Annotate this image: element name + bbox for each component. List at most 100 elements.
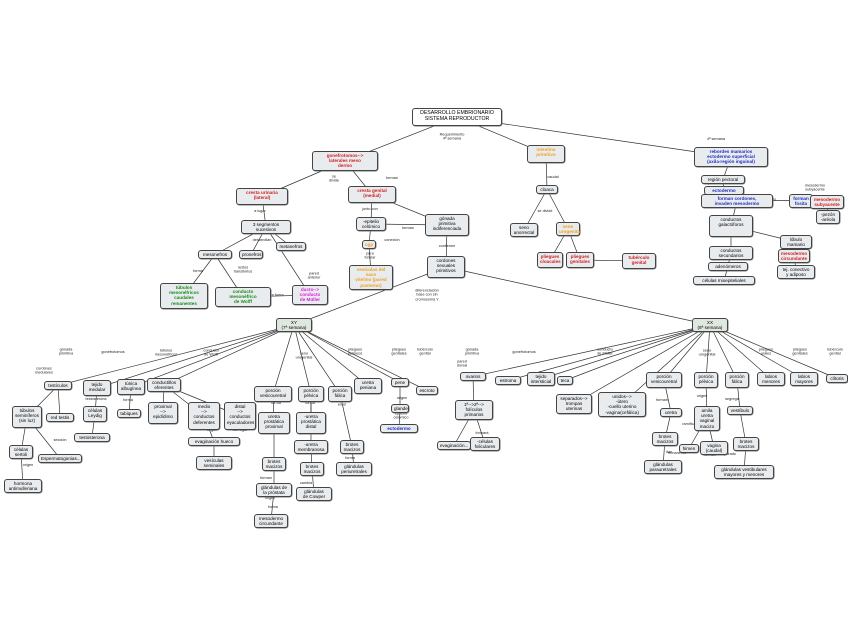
node-senouro[interactable]: seno urogenital [556, 222, 581, 237]
node-uretrapen[interactable]: uretra peniana [354, 378, 382, 394]
node-porcpel2[interactable]: porción pélvica [694, 372, 718, 388]
node-celsert[interactable]: células sertoli [9, 445, 33, 460]
node-ovarios[interactable]: ovarios [460, 372, 486, 382]
node-celmioep[interactable]: células mioepiteliales [693, 276, 755, 286]
node-crestagen[interactable]: cresta genital (medial) [348, 186, 396, 203]
node-root[interactable]: DESARROLLO EMBRIONARIO SISTEMA REPRODUCT… [412, 108, 502, 126]
node-escroto[interactable]: escroto [416, 386, 438, 396]
node-uretraprost[interactable]: uretra prostática proximal [258, 412, 290, 434]
node-brotes3[interactable]: brotes macizos [340, 440, 364, 455]
node-labiosmay[interactable]: labios mayores [790, 372, 818, 387]
node-glandperi[interactable]: glándulas periuretrales [336, 462, 372, 477]
node-mesodermo2[interactable]: mesodermo circundante [778, 249, 810, 264]
node-testosterona[interactable]: testosterona [74, 433, 110, 443]
node-redtesti[interactable]: red testis [46, 413, 74, 423]
node-celleydig[interactable]: células Leydig [83, 406, 107, 422]
link-label: conducto de Wolff [203, 348, 219, 357]
link-label: forma [268, 504, 278, 509]
node-porcfal[interactable]: porción fálica [328, 386, 352, 402]
node-vestibulo[interactable]: vestíbulo [727, 406, 753, 416]
node-plieggen[interactable]: pliegues genitales [566, 252, 594, 268]
node-brotes5[interactable]: brotes macizos [733, 437, 759, 452]
node-porcves[interactable]: porción vesicouretral [254, 386, 292, 402]
node-brotes2[interactable]: brotes macizos [300, 462, 324, 477]
node-tejconj[interactable]: tej. conectivo y adiposo [777, 265, 815, 280]
node-cordones[interactable]: cordones sexuales primitivos [427, 256, 465, 278]
node-gonadaprim[interactable]: gónada primitiva indiferenciada [425, 214, 469, 236]
node-porcpel[interactable]: porción pélvica [298, 386, 324, 402]
node-tunica[interactable]: túnica albugínea [117, 379, 145, 395]
node-xx[interactable]: XX (8ª semana) [692, 318, 728, 333]
node-teca[interactable]: teca [557, 376, 573, 386]
node-tabiques[interactable]: tabiques [117, 409, 141, 419]
node-glandprost[interactable]: glándulas de la próstata [256, 483, 292, 498]
node-uretraprost2[interactable]: -uretra prostática distal [296, 412, 326, 434]
link-label: conducto de Müller [597, 347, 613, 356]
node-hormantimu[interactable]: hormona antimulleriana [4, 479, 42, 494]
node-celgermtxt[interactable]: vesículas del saco vitelino (pared poste… [349, 265, 393, 290]
node-tubmeso[interactable]: túbulos mesonéfricos caudales remanentes [160, 283, 208, 309]
node-mesodermo1[interactable]: mesodermo subyacente [810, 195, 844, 210]
node-glandpara[interactable]: glándulas parauretrales [644, 460, 682, 475]
node-tubercul[interactable]: tubérculo genital [622, 253, 656, 269]
node-tejido[interactable]: tejido intersticial [527, 372, 555, 387]
node-separados[interactable]: separados--> trompas uterinas [556, 394, 592, 414]
node-tubsemin[interactable]: túbulos seminíferos (sin luz) [12, 406, 42, 428]
node-distal[interactable]: distal --> conductos eyaculadores [224, 402, 256, 430]
node-pezon[interactable]: -pezón -aréola [816, 210, 840, 225]
node-intprim[interactable]: intestino primitivo [527, 145, 565, 163]
node-evagin[interactable]: evaginación hueco [188, 437, 240, 447]
node-pronefros[interactable]: pronefros [239, 250, 263, 260]
node-labiosmen[interactable]: labios menores [757, 372, 785, 387]
node-porcves2[interactable]: porción vesicouretral [646, 372, 682, 388]
node-regpec[interactable]: región pectoral [701, 175, 745, 185]
node-clitoris[interactable]: clítoris [826, 374, 848, 384]
node-metanefros[interactable]: metanefros [276, 242, 306, 252]
node-mesonefros[interactable]: mesonefros [198, 250, 232, 260]
node-brotes4[interactable]: brotes macizos [652, 432, 678, 447]
node-celfol[interactable]: -células foliculares [470, 437, 500, 452]
node-uretramemb[interactable]: -uretra membranosa [294, 440, 328, 455]
node-pliegcloa[interactable]: pliegues cloacales [537, 252, 563, 268]
node-unidos[interactable]: unidos--> -útero -cuello uterino -vagina… [598, 392, 646, 417]
node-conductosgal[interactable]: conductos galactóforos [709, 215, 753, 237]
node-himen[interactable]: himen [679, 444, 699, 454]
node-rebordes[interactable]: rebordes mamarios ectodermo superficial … [694, 147, 768, 167]
node-estroma[interactable]: estroma [495, 376, 521, 386]
node-mesoderm3[interactable]: mesodermo circundante [254, 514, 288, 529]
node-tresseg[interactable]: 3 segmentos sucesivos [241, 220, 291, 235]
node-porcfal2[interactable]: porción fálica [725, 372, 749, 388]
node-adenomeros[interactable]: adenómeros [708, 262, 748, 272]
node-brotes1[interactable]: brotes macizos [262, 457, 286, 472]
node-vesiculas[interactable]: vesículas seminales [196, 456, 232, 471]
node-pene[interactable]: pene [391, 378, 409, 388]
node-crestaur[interactable]: cresta urinaria (lateral) [236, 188, 288, 205]
node-foliculos[interactable]: 1ª-->2ª--> folículos primarios [455, 400, 493, 420]
node-testiculos[interactable]: testículos [44, 381, 72, 391]
node-condeferentes[interactable]: conductillos eferentes [147, 378, 181, 393]
node-condmeso[interactable]: conducto mesonéfrico de Wolff [215, 287, 271, 307]
node-medio[interactable]: medio --> conductos deferentes [188, 402, 220, 430]
node-glandcowper[interactable]: glándulas de Cowper [296, 487, 332, 502]
node-xy[interactable]: XY (7ª semana) [276, 318, 312, 333]
node-glande[interactable]: glande [391, 404, 409, 414]
node-glandvest[interactable]: glándulas vestibulares mayores y menores [714, 465, 774, 480]
node-celgerm[interactable]: cgp [362, 240, 376, 250]
node-uretra[interactable]: uretra [660, 408, 682, 418]
node-tejmed[interactable]: tejido medular [83, 380, 111, 396]
node-cloaca[interactable]: cloaca [536, 185, 558, 195]
node-senocent[interactable]: amila uretra vaginal macizo [694, 406, 720, 431]
node-vagina[interactable]: vagina (caudal) [700, 441, 728, 456]
node-forman[interactable]: forman cordones, invaden mesodermo [701, 194, 773, 209]
node-ectodermo2[interactable]: ectodermo [380, 424, 418, 434]
node-proximal[interactable]: proximal --> epidídimo [148, 402, 178, 424]
node-epitcel[interactable]: -epitelio celómico [356, 217, 386, 232]
node-senoanor[interactable]: seno anorrectal [510, 223, 538, 238]
node-evaginacion[interactable]: evaginación... [437, 441, 471, 451]
node-espermato[interactable]: Espermatogonias... [38, 454, 82, 464]
node-gonefro[interactable]: gonefrotomos--> laterales meso dermo [312, 151, 378, 171]
node-duramueller[interactable]: ducto--> conducto de Müller [292, 285, 328, 305]
link-label: formará [475, 430, 489, 435]
node-consec[interactable]: conductos secundarios [709, 246, 753, 261]
node-lobulo[interactable]: lóbulo mamario [780, 235, 812, 250]
